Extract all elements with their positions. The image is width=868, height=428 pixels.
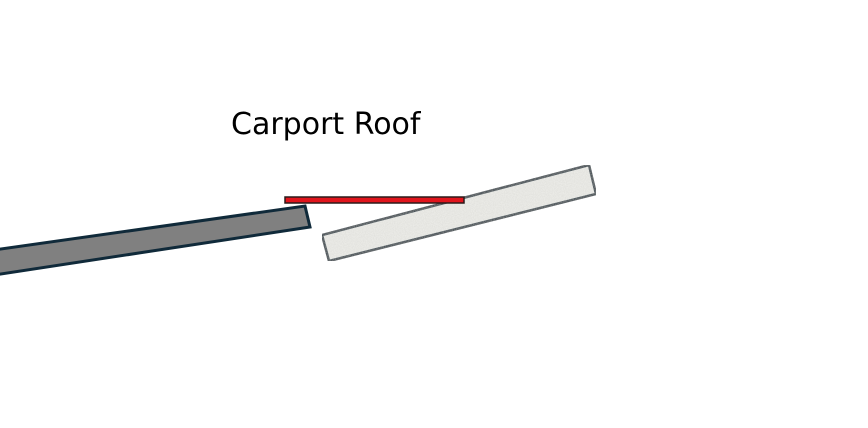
right-roof-panel [320,163,598,263]
left-beam [0,204,312,276]
carport-roof-line [284,196,465,204]
diagram-title: Carport Roof [231,107,422,142]
